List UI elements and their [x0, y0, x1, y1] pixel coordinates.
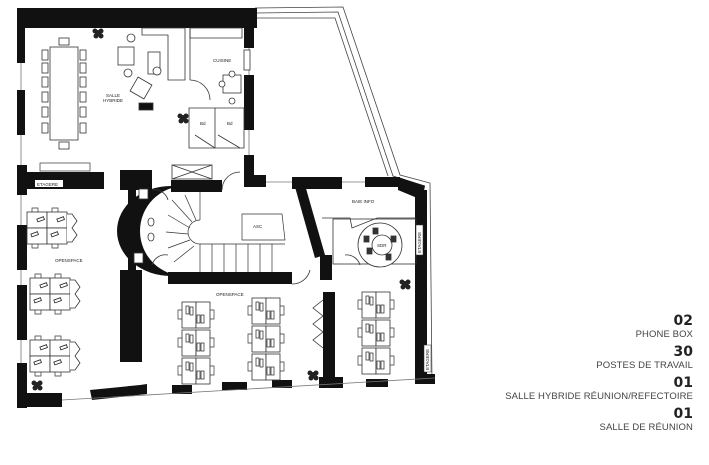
room-label-openspace-left: OPENSPACE — [55, 258, 83, 263]
legend-label: POSTES DE TRAVAIL — [596, 360, 693, 371]
doors — [151, 171, 361, 285]
legend-count: 02 — [673, 313, 693, 329]
wc-fixtures — [133, 164, 213, 264]
terrace-outline — [254, 6, 433, 384]
room-label-sdr: SDR — [377, 243, 387, 248]
legend-label: SALLE HYBRIDE RÉUNION/REFECTOIRE — [505, 391, 693, 402]
room-label-salle-hybride: SALLE — [106, 93, 120, 98]
legend-count: 01 — [673, 375, 693, 391]
room-label-etagere-right-bottom: ETAGERE — [425, 349, 430, 370]
legend-count: 30 — [673, 344, 693, 360]
legend-item-salle-hybride: 01 SALLE HYBRIDE RÉUNION/REFECTOIRE — [505, 376, 693, 403]
room-label-etagere-right-top: ETAGERE — [417, 232, 422, 253]
phone-box-booths — [312, 299, 324, 349]
lounge-furniture — [117, 27, 186, 111]
staircase — [165, 192, 286, 272]
room-label-bd-1: Bd — [200, 121, 206, 126]
baie-info-sdr — [322, 217, 417, 268]
legend: 02 PHONE BOX 30 POSTES DE TRAVAIL 01 SAL… — [505, 314, 693, 438]
legend-count: 01 — [673, 406, 693, 422]
legend-label: SALLE DE RÉUNION — [599, 422, 693, 433]
legend-item-postes-de-travail: 30 POSTES DE TRAVAIL — [505, 345, 693, 372]
openspace-center-desks — [177, 291, 395, 385]
legend-label: PHONE BOX — [635, 329, 693, 340]
walls — [17, 8, 435, 408]
openspace-left-desks — [26, 207, 81, 377]
kitchen — [188, 27, 251, 149]
svg-text:HYBRIDE: HYBRIDE — [103, 98, 123, 103]
legend-item-salle-de-reunion: 01 SALLE DE RÉUNION — [505, 407, 693, 434]
room-label-asc: ASC — [253, 224, 263, 229]
legend-item-phone-box: 02 PHONE BOX — [505, 314, 693, 341]
room-label-etagere: ETAGERE — [37, 182, 58, 187]
room-label-baie-info: BAIE INFO — [352, 199, 375, 204]
room-label-bd-2: Bd — [227, 121, 233, 126]
meeting-table — [41, 37, 87, 150]
room-label-openspace-center: OPENSPACE — [216, 292, 244, 297]
room-label-cuisine: CUISINE — [213, 58, 231, 63]
